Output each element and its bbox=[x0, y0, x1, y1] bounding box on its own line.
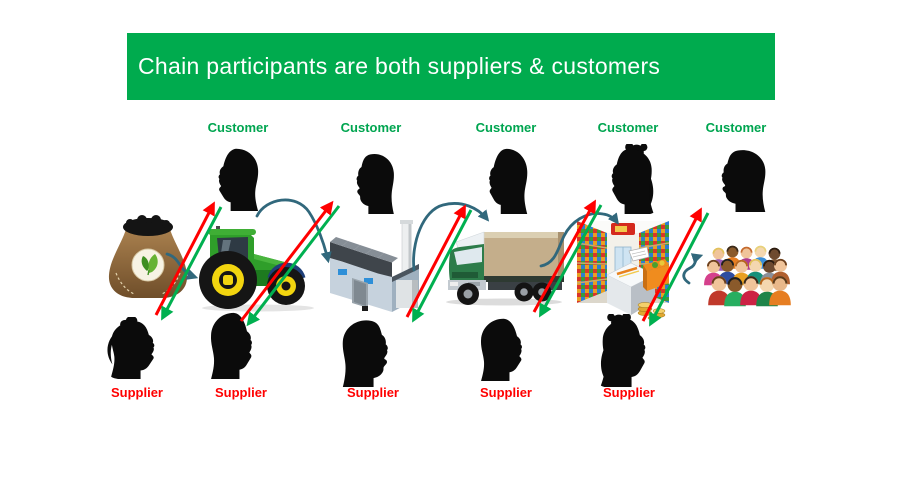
slide-title: Chain participants are both suppliers & … bbox=[138, 53, 661, 79]
supermarket-icon bbox=[577, 221, 673, 321]
supplier-label-4: Supplier bbox=[479, 385, 532, 400]
consumers-crowd-icon bbox=[703, 244, 791, 314]
customer-head-silhouette-1 bbox=[206, 147, 262, 211]
customer-label-2: Customer bbox=[340, 120, 402, 135]
supplier-head-silhouette-2 bbox=[207, 311, 265, 379]
customer-label-4: Customer bbox=[597, 120, 659, 135]
customer-head-silhouette-5 bbox=[707, 147, 769, 212]
customer-label-5: Customer bbox=[705, 120, 767, 135]
supplier-head-silhouette-4 bbox=[477, 317, 535, 381]
supplier-head-silhouette-5 bbox=[597, 314, 661, 387]
customer-label-3: Customer bbox=[475, 120, 537, 135]
supplier-head-silhouette-3 bbox=[339, 317, 403, 387]
supplier-head-silhouette-1 bbox=[106, 317, 170, 379]
title-banner: Chain participants are both suppliers & … bbox=[127, 33, 775, 100]
truck-icon bbox=[438, 228, 570, 308]
supplier-label-5: Supplier bbox=[602, 385, 655, 400]
supplier-label-1: Supplier bbox=[110, 385, 163, 400]
tractor-icon bbox=[196, 224, 318, 312]
supplier-label-3: Supplier bbox=[346, 385, 399, 400]
customer-label-1: Customer bbox=[207, 120, 269, 135]
customer-head-silhouette-2 bbox=[344, 151, 397, 214]
factory-icon bbox=[322, 220, 426, 316]
seed-bag-icon bbox=[102, 213, 194, 305]
customer-head-silhouette-3 bbox=[477, 147, 531, 214]
supplier-label-2: Supplier bbox=[214, 385, 267, 400]
flow-connector-5 bbox=[682, 253, 704, 285]
customer-head-silhouette-4 bbox=[597, 144, 657, 214]
